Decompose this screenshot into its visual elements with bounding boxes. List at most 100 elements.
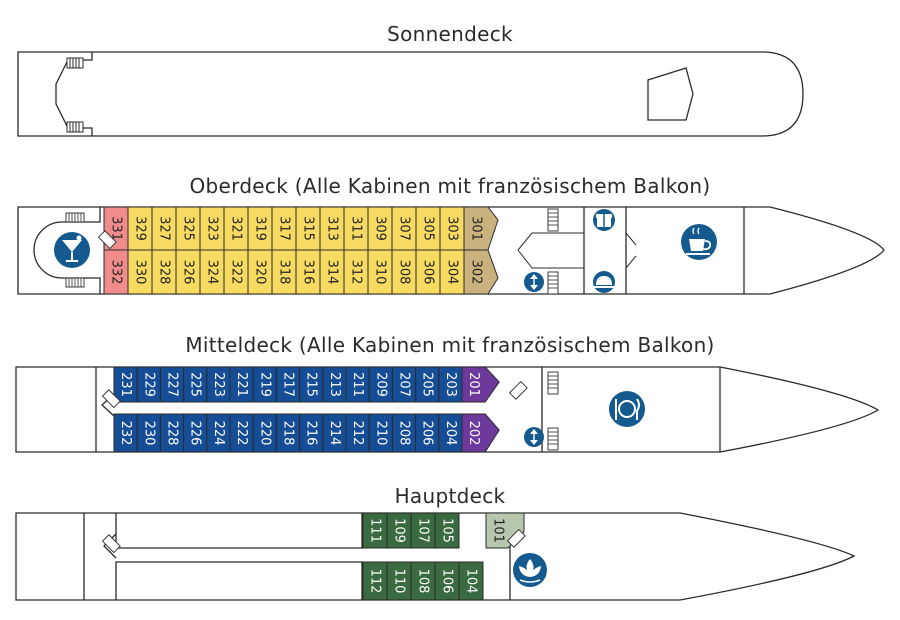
cabin-number-222: 222 [234,421,249,446]
restaurant-icon [609,391,645,427]
cabin-number-112: 112 [368,569,383,594]
sonnendeck-hull [17,51,804,137]
cabin-number-330: 330 [133,260,148,285]
cabin-number-301: 301 [469,216,484,241]
cabin-number-228: 228 [165,421,180,446]
cabin-number-318: 318 [277,260,292,285]
sonnendeck-title: Sonnendeck [387,22,513,46]
cabin-number-311: 311 [349,216,364,241]
sonnendeck-stairs [66,57,84,133]
cabin-number-204: 204 [443,421,458,446]
spa-lotus-icon [513,553,547,587]
cabin-number-323: 323 [205,216,220,241]
cabin-number-213: 213 [327,372,342,397]
cabin-number-332: 332 [109,260,124,285]
cabin-number-203: 203 [443,372,458,397]
cafe-cup-icon [681,224,717,260]
cabin-304[interactable] [439,249,465,295]
cabin-number-217: 217 [281,372,296,397]
cabin-number-315: 315 [301,216,316,241]
cabin-number-324: 324 [205,260,220,285]
cabin-number-105: 105 [440,518,455,543]
cabin-305[interactable] [415,206,441,251]
cabin-number-320: 320 [253,260,268,285]
cabin-number-218: 218 [281,421,296,446]
cabin-number-229: 229 [141,372,156,397]
cabin-306[interactable] [415,249,441,295]
cabin-number-309: 309 [373,216,388,241]
cabin-number-211: 211 [350,372,365,397]
oberdeck-title: Oberdeck (Alle Kabinen mit französischem… [189,174,711,198]
cabin-number-216: 216 [304,421,319,446]
cabin-number-321: 321 [229,216,244,241]
cabin-301[interactable] [463,206,499,251]
cabin-number-205: 205 [420,372,435,397]
cabin-320[interactable] [247,249,273,295]
cabin-number-230: 230 [141,421,156,446]
cabin-201[interactable] [461,366,500,403]
cabin-314[interactable] [319,249,345,295]
cabin-302[interactable] [463,249,499,295]
cabin-number-109: 109 [392,518,407,543]
cabin-number-326: 326 [181,260,196,285]
reception-bell-icon [593,271,615,293]
cabin-number-111: 111 [368,518,383,543]
cabin-number-110: 110 [392,569,407,594]
cabin-110[interactable] [386,561,412,601]
cabin-number-210: 210 [373,421,388,446]
cabin-112[interactable] [362,561,388,601]
cabin-number-316: 316 [301,260,316,285]
cabin-number-104: 104 [464,569,479,594]
cabin-318[interactable] [271,249,297,295]
cabin-number-232: 232 [118,421,133,446]
cabin-330[interactable] [127,249,153,295]
cabin-107[interactable] [410,512,436,549]
cabin-105[interactable] [434,512,460,549]
cabin-number-202: 202 [466,421,481,446]
cabin-number-317: 317 [277,216,292,241]
cabin-number-214: 214 [327,421,342,446]
cabin-332[interactable] [103,249,129,295]
cabin-326[interactable] [175,249,201,295]
elevator-icon [524,272,544,292]
cabin-307[interactable] [391,206,417,251]
cabin-number-308: 308 [397,260,412,285]
cabin-number-325: 325 [181,216,196,241]
cabin-number-314: 314 [325,260,340,285]
cocktail-bar-icon [54,232,90,268]
cabin-number-231: 231 [118,372,133,397]
cabin-202[interactable] [461,413,500,453]
cabin-number-223: 223 [211,372,226,397]
cabin-104[interactable] [458,561,484,601]
cabin-number-207: 207 [397,372,412,397]
cabin-number-328: 328 [157,260,172,285]
cabin-number-307: 307 [397,216,412,241]
cabin-number-224: 224 [211,421,226,446]
cabin-321[interactable] [223,206,249,251]
cabin-number-306: 306 [421,260,436,285]
cabin-number-331: 331 [109,216,124,241]
cabin-number-313: 313 [325,216,340,241]
cabin-308[interactable] [391,249,417,295]
cabin-number-106: 106 [440,569,455,594]
cabin-number-206: 206 [420,421,435,446]
cabin-322[interactable] [223,249,249,295]
cabin-number-226: 226 [188,421,203,446]
cabin-number-310: 310 [373,260,388,285]
oberdeck-corridor [517,232,637,269]
cabin-number-101: 101 [491,518,506,543]
cabin-106[interactable] [434,561,460,601]
boutique-gift-icon [593,209,615,231]
cabin-number-227: 227 [165,372,180,397]
cabin-number-208: 208 [397,421,412,446]
cabin-number-312: 312 [349,260,364,285]
cabin-325[interactable] [175,206,201,251]
cabin-108[interactable] [410,561,436,601]
cabin-number-220: 220 [257,421,272,446]
cabin-319[interactable] [247,206,273,251]
cabin-number-219: 219 [257,372,272,397]
cabin-number-221: 221 [234,372,249,397]
